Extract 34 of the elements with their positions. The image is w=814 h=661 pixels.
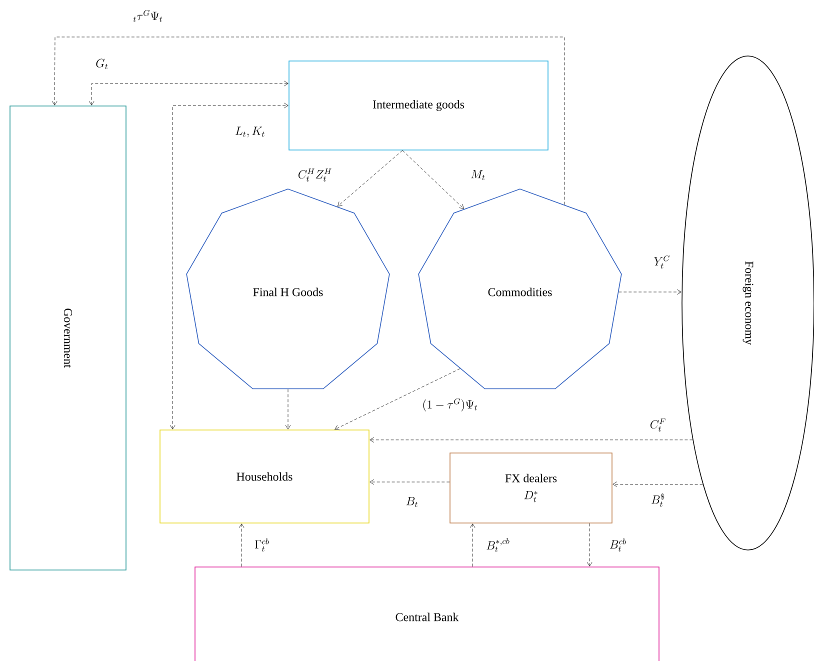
arrow (170, 102, 288, 430)
arrow (52, 36, 565, 205)
sector-box: Central Bank (194, 566, 660, 661)
edge-label: $(1-\tau^{G})\Psi_t$ (421, 398, 479, 412)
edge-label: $C_t^F$ (648, 418, 668, 432)
sector-box: FX dealers $D_t^*$ (450, 452, 612, 524)
arrow (238, 524, 244, 567)
arrow (370, 479, 450, 485)
edge-label: $M_t$ (470, 169, 486, 181)
edge-label: $\Gamma_t^{cb}$ (253, 538, 271, 552)
edge-label: $B_t^{\$}$ (650, 492, 666, 508)
edge-label: $G_t$ (94, 58, 110, 70)
arrow (402, 150, 464, 209)
arrow (612, 482, 704, 487)
sector-nonagon: Final H Goods (186, 188, 390, 390)
edge-label: $B_t^{cb}$ (608, 538, 628, 552)
arrow (586, 523, 592, 566)
sector-box: Intermediate goods (288, 60, 548, 150)
arrow (285, 388, 291, 430)
sector-box: Households (160, 430, 370, 524)
edge-label: $L_t, K_t$ (234, 126, 266, 138)
sector-box: Government (10, 106, 126, 570)
edge-label: $B_t$ (404, 496, 420, 508)
arrow (337, 150, 403, 206)
sector-nonagon: Commodities (418, 188, 622, 390)
arrow (370, 437, 693, 443)
edge-label: ${}_t\tau^{G}\Psi_t$ (132, 9, 164, 23)
edge-label: $B_t^{*,cb}$ (485, 537, 511, 553)
edge-label: $C_t^H Z_t^H$ (296, 168, 334, 182)
arrow (470, 524, 476, 567)
arrow (618, 289, 682, 295)
arrow (88, 80, 288, 106)
arrow (334, 368, 460, 430)
edge-label: $Y_t^C$ (652, 254, 672, 270)
